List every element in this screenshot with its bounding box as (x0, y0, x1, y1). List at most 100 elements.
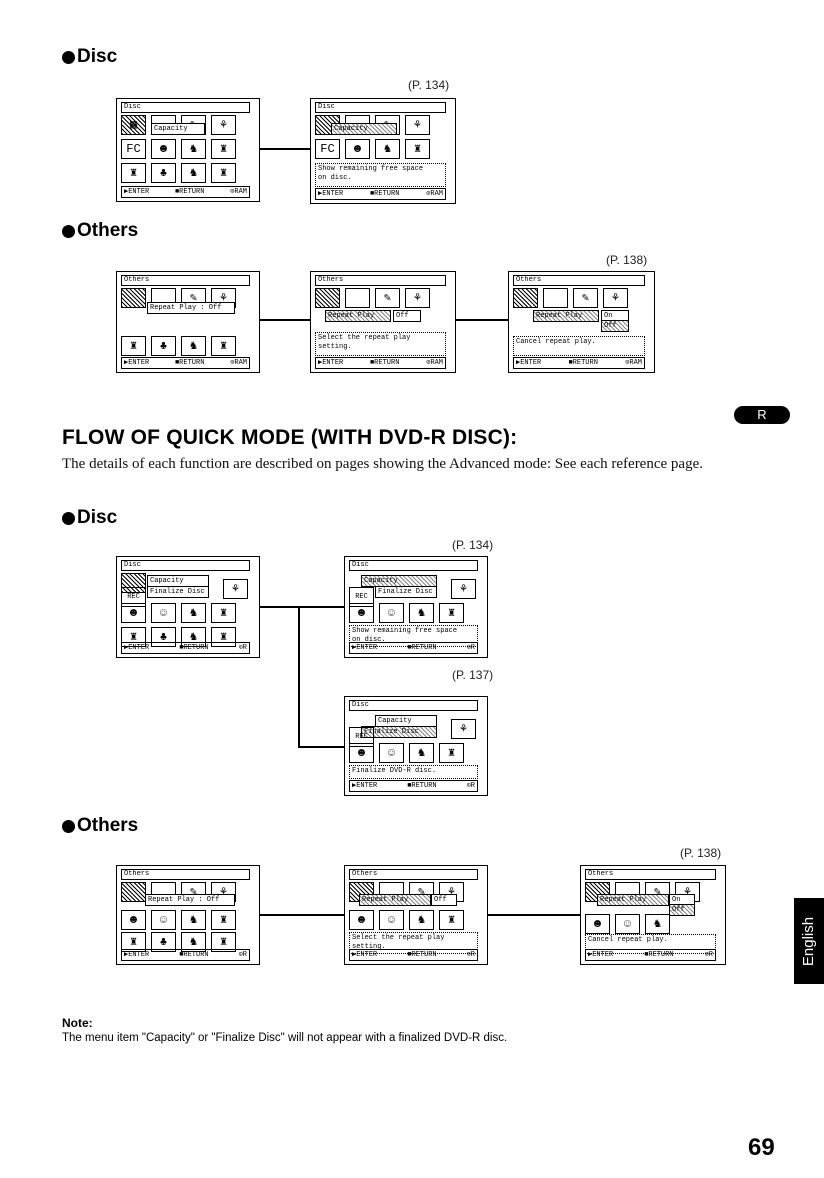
flower-icon: ⚘ (451, 719, 476, 739)
screen-message: Finalize DVD-R disc. (349, 765, 478, 779)
mode-hint: ⊙RAM (426, 190, 443, 198)
icon-row: ☻ ☺ ♞ ♜ (349, 910, 464, 930)
knight-icon: ♞ (181, 910, 206, 930)
return-hint: ■RETURN (174, 359, 205, 367)
return-hint: ■RETURN (179, 951, 209, 959)
knight-icon: ♞ (181, 336, 206, 356)
return-hint: ■RETURN (174, 188, 205, 196)
icon-row: FC ☻ ♞ ♜ (121, 139, 236, 159)
icon-row (121, 573, 146, 593)
mode-hint: ⊙R (238, 644, 247, 652)
mode-hint: ⊙RAM (230, 188, 247, 196)
rook-icon: ♜ (439, 910, 464, 930)
people-icon: ☻ (121, 603, 146, 623)
menu-popup: Repeat Play (325, 310, 391, 322)
lcd-screen: Disc Capacity Finalize Disc REC ⚘ ☻ ☺ ♞ … (344, 556, 488, 658)
enter-hint: ▶ENTER (352, 644, 378, 652)
screen-message: Select the repeat play setting. (315, 332, 446, 356)
section-heading-disc: Disc (62, 46, 117, 68)
screen-footer: ▶ENTER ■RETURN ⊙RAM (315, 357, 446, 369)
connector-line (488, 914, 580, 916)
icon-row: ✎ ⚘ (121, 288, 236, 308)
person-icon: ☺ (379, 743, 404, 763)
page-reference: (P. 134) (452, 538, 494, 552)
menu-icon (543, 288, 568, 308)
section-label: Others (77, 815, 139, 836)
screen-title: Disc (121, 102, 250, 113)
screen-title: Disc (349, 560, 478, 571)
icon-row: ✎ ⚘ (315, 288, 430, 308)
bullet-icon (62, 511, 75, 525)
clock-icon (121, 288, 146, 308)
enter-hint: ▶ENTER (352, 782, 378, 790)
rook-icon: ♜ (439, 743, 464, 763)
people-icon: ☻ (345, 139, 370, 159)
icon-row: ✎ ⚘ (513, 288, 628, 308)
icon-row: ♜ ♣ ♞ ♜ (121, 336, 236, 356)
rook-icon: ♜ (211, 910, 236, 930)
screen-footer: ▶ENTER ■RETURN ⊙R (121, 642, 250, 654)
lcd-screen: Others ✎ ⚘ Repeat Play : Off ♜ ♣ ♞ ♜ ▶EN… (116, 271, 260, 373)
connector-line (260, 914, 344, 916)
connector-line (298, 606, 300, 748)
lcd-screen: Disc ▦ ✎ ⚘ Capacity FC ☻ ♞ ♜ ♜ ♣ ♞ ♜ ▶EN… (116, 98, 260, 202)
rook-icon: ♜ (211, 603, 236, 623)
rook-icon: ♜ (211, 163, 236, 183)
enter-hint: ▶ENTER (588, 951, 614, 959)
fc-icon: FC (121, 139, 146, 159)
mode-hint: ⊙R (466, 951, 475, 959)
section-heading-others: Others (62, 220, 138, 242)
screen-message: Show remaining free space on disc. (349, 625, 478, 647)
screen-footer: ▶ENTER ■RETURN ⊙RAM (315, 188, 446, 200)
flower-icon: ⚘ (405, 288, 430, 308)
mode-hint: ⊙R (466, 644, 475, 652)
screen-message: Show remaining free space on disc. (315, 163, 446, 187)
menu-icon (345, 288, 370, 308)
screen-footer: ▶ENTER ■RETURN ⊙R (349, 949, 478, 961)
lcd-screen: Disc Capacity Finalize Disc REC ⚘ ☻ ☺ ♞ … (116, 556, 260, 658)
knight-icon: ♞ (645, 914, 670, 934)
dvd-r-badge: R (734, 406, 790, 424)
value-popup-alt: Off (669, 904, 695, 916)
club-icon: ♣ (151, 932, 176, 952)
icon-row: ☻ ☺ ♞ (585, 914, 670, 934)
mode-hint: ⊙R (704, 951, 713, 959)
menu-popup: Finalize Disc (361, 726, 437, 738)
person-icon: ☺ (615, 914, 640, 934)
knight-icon: ♞ (375, 139, 400, 159)
club-icon: ♣ (151, 336, 176, 356)
rook-icon: ♜ (121, 932, 146, 952)
page-reference: (P. 138) (606, 253, 648, 267)
value-popup-alt: Off (601, 320, 629, 332)
connector-line (260, 319, 310, 321)
lcd-screen: Others ✎ ⚘ Repeat Play On Off Cancel rep… (508, 271, 655, 373)
rook-icon: ♜ (439, 603, 464, 623)
lcd-screen: Others ✎ ⚘ Repeat Play On Off ☻ ☺ ♞ Canc… (580, 865, 726, 965)
people-icon: ☻ (585, 914, 610, 934)
rook-icon: ♜ (121, 336, 146, 356)
enter-hint: ▶ENTER (318, 359, 344, 367)
section-heading-others: Others (62, 815, 138, 837)
section-label: Others (77, 220, 139, 241)
body-text: The details of each function are describ… (62, 456, 703, 472)
screen-footer: ▶ENTER ■RETURN ⊙RAM (121, 186, 250, 198)
enter-hint: ▶ENTER (124, 644, 150, 652)
enter-hint: ▶ENTER (318, 190, 344, 198)
note-label: Note: (62, 1016, 93, 1030)
edit-icon: ✎ (573, 288, 598, 308)
fc-icon: FC (315, 139, 340, 159)
mode-hint: ⊙RAM (426, 359, 443, 367)
page-heading: FLOW OF QUICK MODE (WITH DVD-R DISC): (62, 426, 518, 449)
menu-popup: Repeat Play (533, 310, 599, 322)
club-icon: ♣ (151, 627, 176, 647)
menu-popup: Capacity (331, 123, 397, 135)
screen-title: Disc (315, 102, 446, 113)
flower-icon: ⚘ (451, 579, 476, 599)
mode-hint: ⊙R (466, 782, 475, 790)
person-icon: ☺ (151, 603, 176, 623)
people-icon: ☻ (121, 910, 146, 930)
screen-title: Others (513, 275, 645, 286)
screen-title: Others (121, 275, 250, 286)
rook-icon: ♜ (211, 932, 236, 952)
menu-popup: Repeat Play : Off (147, 302, 235, 314)
